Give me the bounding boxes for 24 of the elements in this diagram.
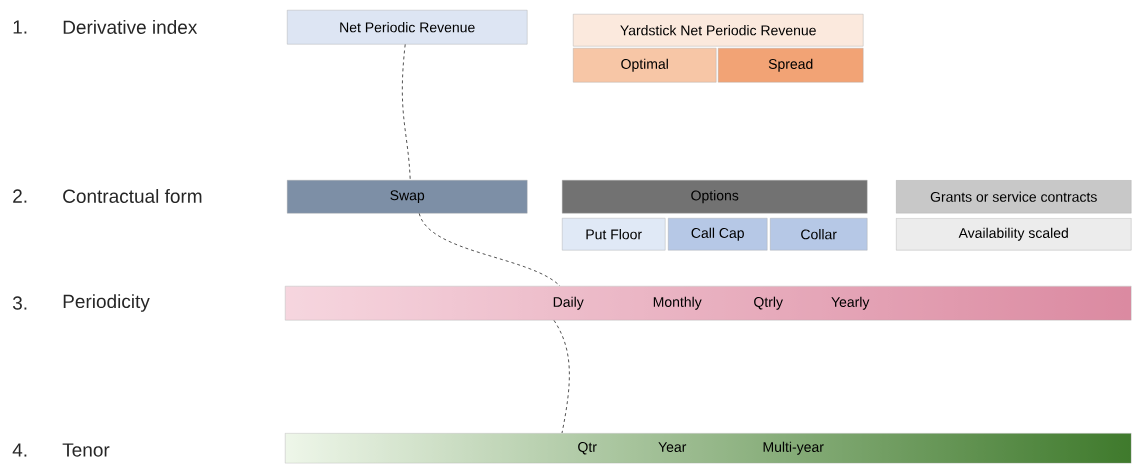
category-box: Yardstick Net Periodic Revenue bbox=[573, 14, 864, 47]
dashed-connector bbox=[401, 43, 411, 181]
dashed-connector bbox=[553, 319, 570, 434]
row-label: Periodicity bbox=[63, 294, 150, 312]
row-number: 4. bbox=[12, 443, 27, 457]
category-box: Swap bbox=[287, 180, 528, 214]
row-number: 1. bbox=[13, 20, 27, 34]
category-box: Grants or service contracts bbox=[896, 180, 1132, 214]
row-label: Contractual form bbox=[63, 189, 202, 203]
category-box: Spread bbox=[718, 48, 864, 83]
row-number: 2. bbox=[13, 189, 27, 203]
category-box: Put Floor bbox=[562, 218, 666, 251]
scale-band: Qtr Year Multi-year bbox=[285, 433, 1132, 464]
row-label: Tenor bbox=[62, 443, 110, 457]
row-number: 3. bbox=[12, 296, 27, 310]
category-box: Collar bbox=[770, 218, 868, 251]
dashed-connector bbox=[418, 212, 561, 287]
category-box: Net Periodic Revenue bbox=[287, 10, 528, 45]
category-box: Call Cap bbox=[668, 218, 768, 251]
category-box: Options bbox=[562, 180, 868, 214]
row-label: Derivative index bbox=[63, 20, 198, 34]
scale-band: Daily Monthly Qtrly Yearly bbox=[285, 286, 1132, 321]
category-box: Optimal bbox=[573, 48, 717, 83]
category-box: Availability scaled bbox=[896, 218, 1132, 251]
